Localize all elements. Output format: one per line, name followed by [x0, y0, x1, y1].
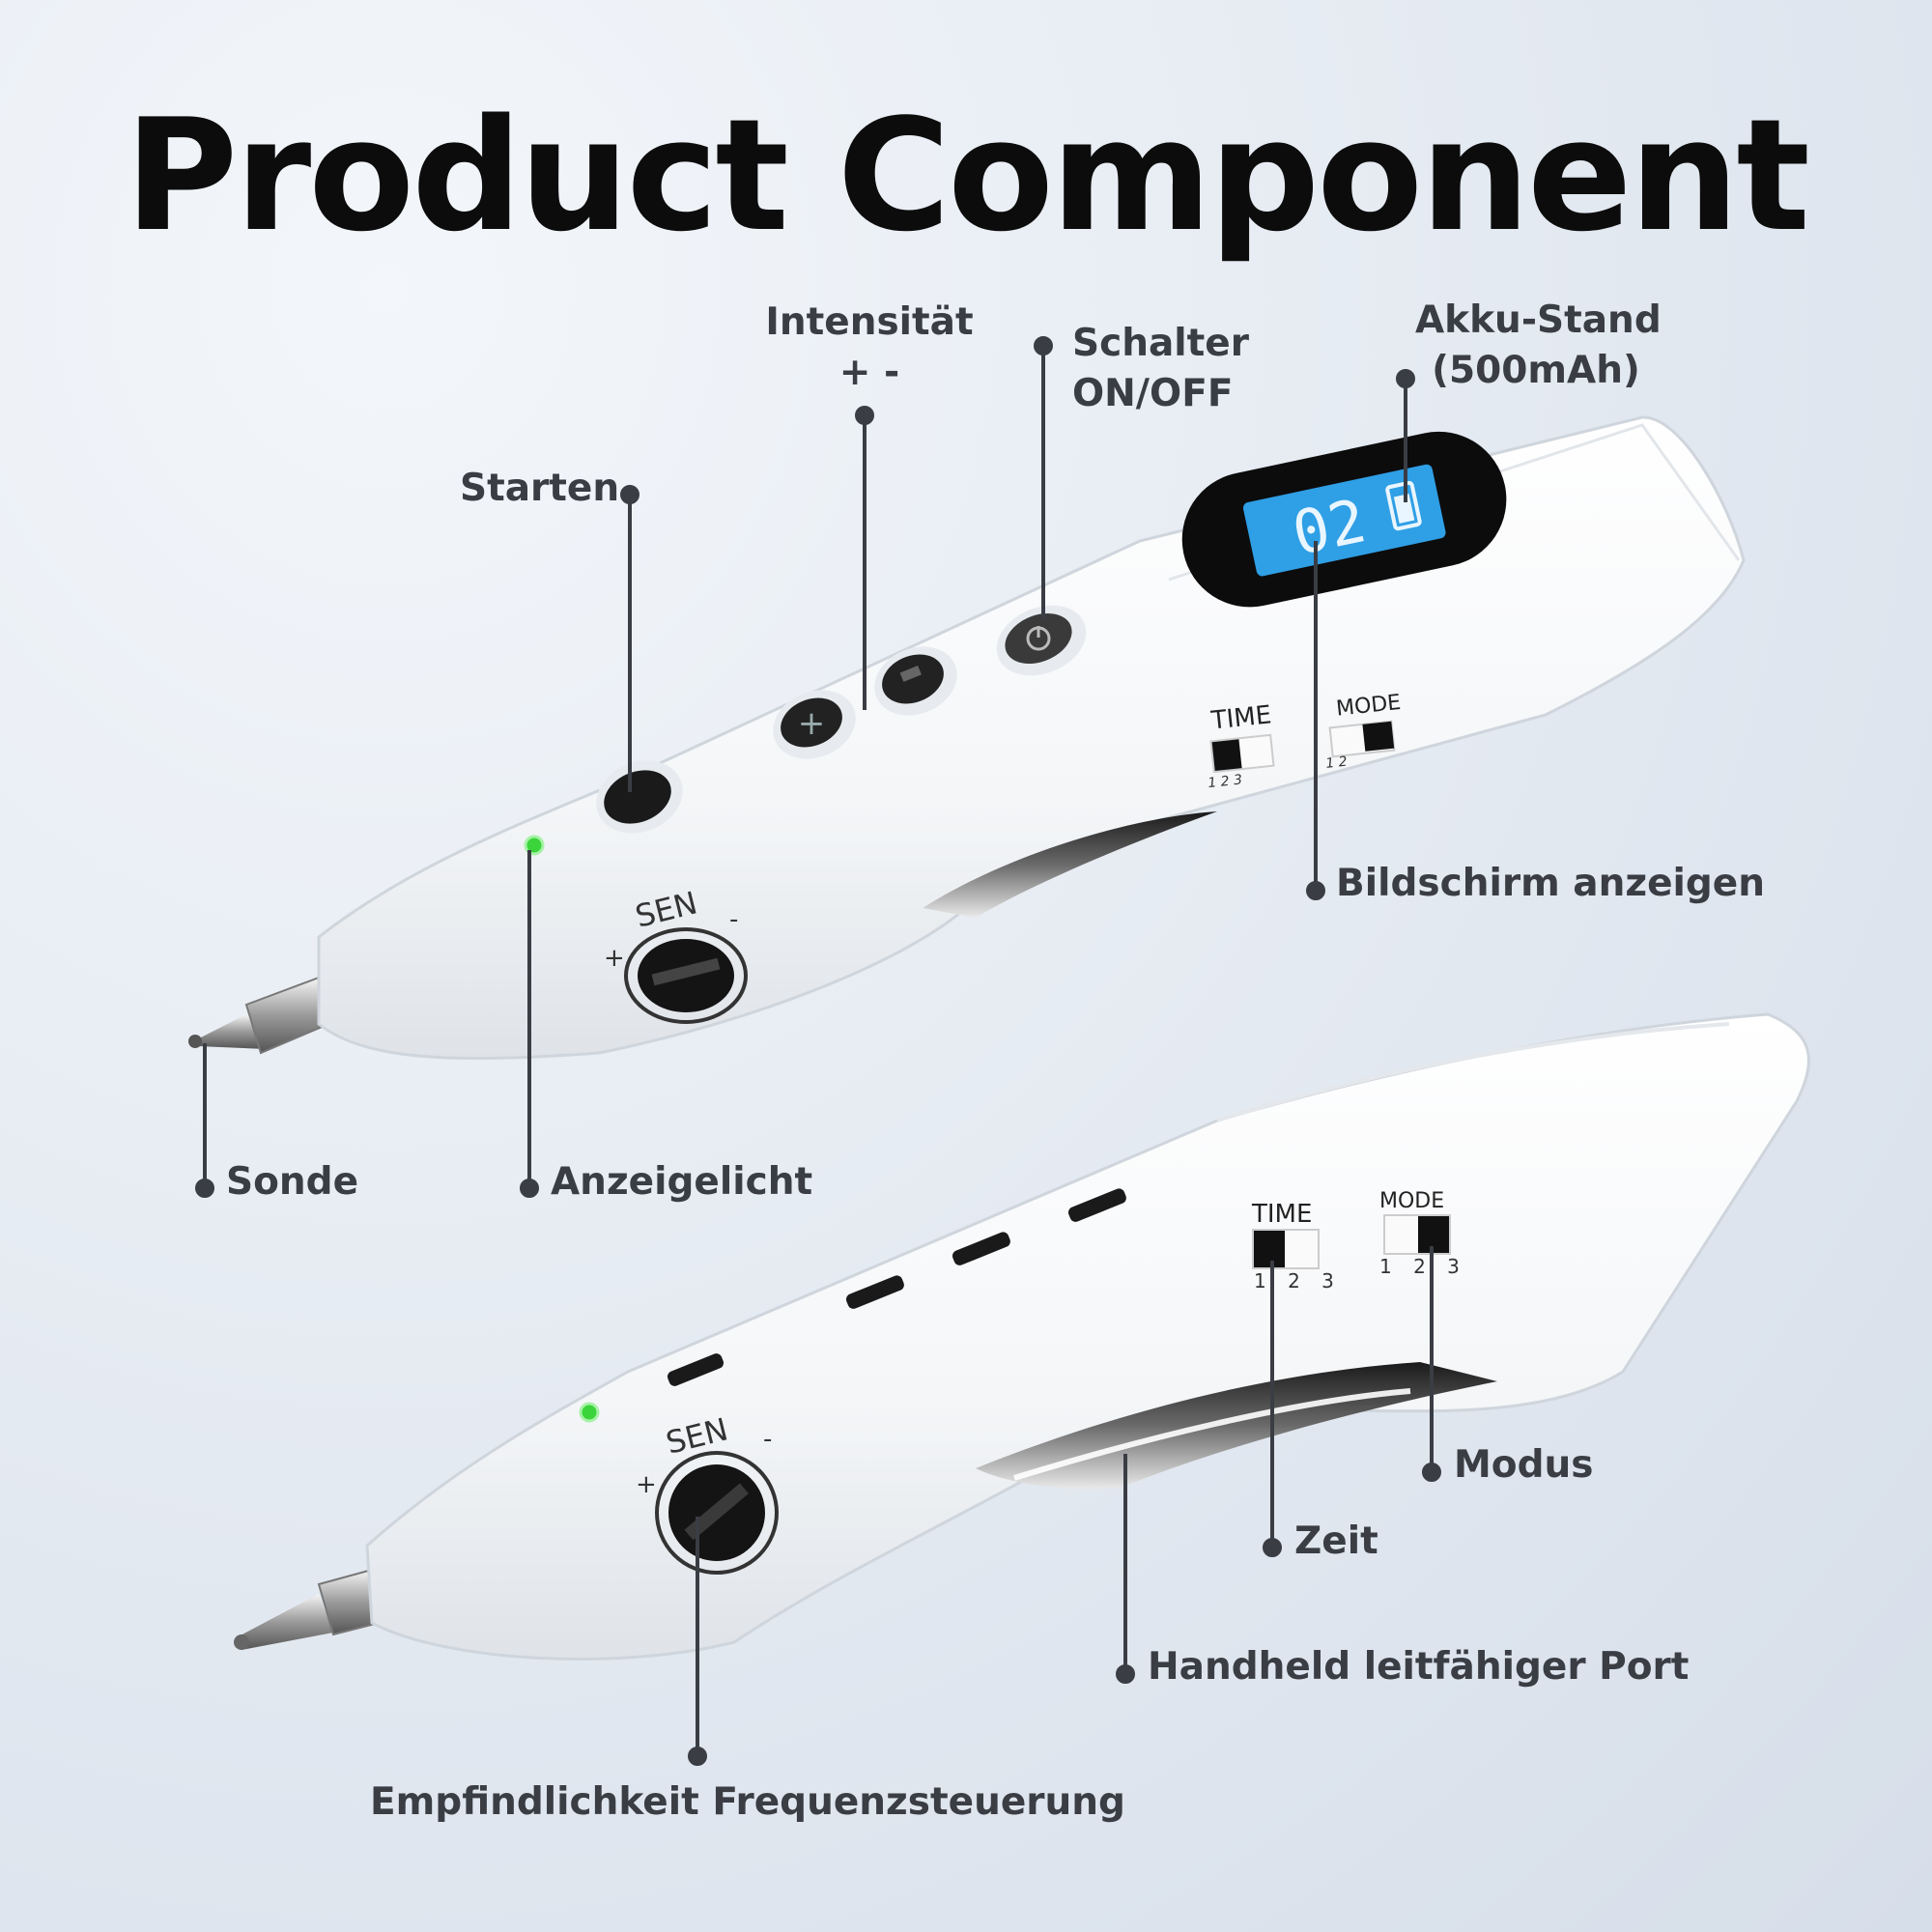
time-switch-ticks: 1 2 3	[1208, 772, 1243, 791]
bottom-indicator-light	[579, 1402, 600, 1423]
label-akku-line1: Akku-Stand	[1415, 298, 1662, 342]
label-handheld-port: Handheld leitfähiger Port	[1148, 1645, 1690, 1689]
top-sen-dial[interactable]: SEN + -	[604, 884, 748, 1024]
label-schalter-line1: Schalter	[1072, 322, 1249, 365]
minus-button[interactable]	[864, 635, 967, 727]
label-intensitaet-line2: + -	[838, 351, 900, 394]
callout-intensitaet	[855, 406, 874, 710]
label-sonde: Sonde	[226, 1160, 359, 1204]
label-akku-line2: (500mAh)	[1432, 349, 1640, 392]
dial-minus: -	[763, 1425, 772, 1454]
bottom-pen-body	[365, 1012, 1810, 1661]
callout-zeit	[1263, 1261, 1282, 1557]
time-switch-label: TIME	[1251, 1200, 1312, 1229]
dial-plus: +	[636, 1470, 657, 1499]
label-starten: Starten	[460, 467, 620, 510]
dial-plus: +	[604, 944, 625, 973]
top-mode-switch[interactable]: MODE 1 2	[1325, 691, 1403, 772]
label-bildschirm: Bildschirm anzeigen	[1336, 862, 1766, 905]
time-switch-label: TIME	[1208, 700, 1272, 735]
svg-text:+: +	[798, 704, 826, 743]
mode-switch-label: MODE	[1379, 1189, 1444, 1213]
callout-lines	[195, 336, 1441, 1766]
top-pen: 02 + SEN + -	[188, 415, 1746, 1061]
callout-anzeigelicht	[520, 850, 539, 1198]
top-probe	[188, 976, 335, 1055]
power-button[interactable]	[986, 592, 1096, 688]
callout-modus	[1422, 1246, 1441, 1482]
top-underside-groove	[923, 811, 1217, 918]
callout-bildschirm	[1306, 541, 1325, 900]
callout-empfindlichkeit	[688, 1517, 707, 1766]
label-modus: Modus	[1454, 1443, 1594, 1487]
bottom-button-edges	[667, 1188, 1126, 1386]
start-button[interactable]	[585, 748, 694, 845]
callout-handheld-port	[1116, 1454, 1135, 1684]
label-intensitaet: Intensität + -	[753, 298, 985, 398]
callout-sonde	[195, 1043, 214, 1198]
callout-starten	[620, 485, 639, 792]
label-schalter-line2: ON/OFF	[1072, 372, 1234, 415]
mode-switch-ticks: 1 2	[1325, 754, 1349, 772]
top-time-switch[interactable]: TIME 1 2 3	[1208, 700, 1275, 791]
battery-icon	[1385, 480, 1422, 531]
label-empfindlichkeit: Empfindlichkeit Frequenzsteuerung	[370, 1780, 1125, 1824]
callout-akku	[1396, 369, 1415, 502]
label-zeit: Zeit	[1294, 1520, 1378, 1563]
label-akku: Akku-Stand (500mAh)	[1415, 296, 1662, 396]
label-anzeigelicht: Anzeigelicht	[551, 1160, 813, 1204]
mode-switch-ticks: 1 2 3	[1379, 1255, 1467, 1278]
page-title: Product Component	[125, 85, 1810, 266]
indicator-light	[524, 835, 545, 856]
plus-button[interactable]: +	[762, 678, 866, 771]
bottom-mode-switch[interactable]: MODE 1 2 3	[1379, 1189, 1467, 1278]
lcd-screen	[1242, 464, 1446, 577]
label-intensitaet-line1: Intensität	[765, 300, 974, 344]
bottom-probe	[234, 1568, 388, 1650]
bottom-time-switch[interactable]: TIME 1 2 3	[1251, 1200, 1342, 1293]
bottom-pen: SEN + - TIME 1 2 3 MODE 1 2 3	[234, 1012, 1810, 1661]
label-schalter: Schalter ON/OFF	[1072, 319, 1249, 419]
lcd-digits: 02	[1287, 485, 1372, 569]
dial-minus: -	[729, 905, 738, 934]
callout-schalter	[1034, 336, 1053, 618]
time-switch-ticks: 1 2 3	[1254, 1269, 1342, 1293]
